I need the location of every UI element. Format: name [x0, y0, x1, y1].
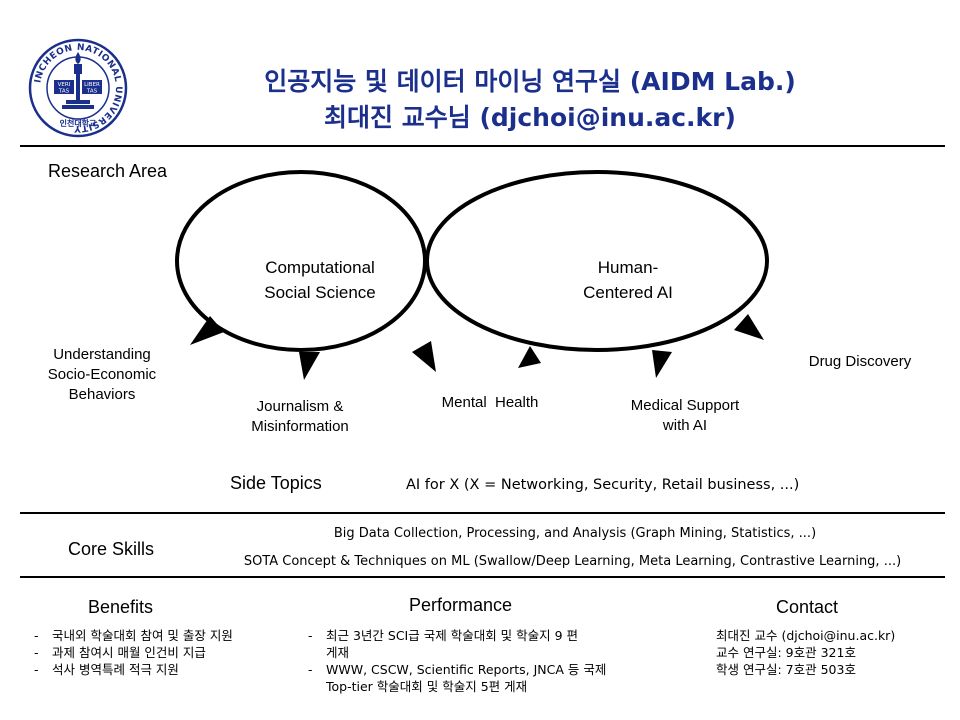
arrow-journalism: [299, 352, 320, 380]
circle-left-label: Computational Social Science: [264, 258, 376, 302]
circle-right-label: Human- Centered AI: [583, 258, 673, 302]
svg-text:TAS: TAS: [86, 89, 98, 95]
topic-mental-health: Mental Health: [441, 394, 539, 411]
topic-socio-economic: Understanding Socio-Economic Behaviors: [47, 346, 157, 403]
list-item: WWW, CSCW, Scientific Reports, JNCA 등 국제…: [306, 661, 656, 695]
page-title: 인공지능 및 데이터 마이닝 연구실 (AIDM Lab.): [264, 67, 796, 96]
page-subtitle: 최대진 교수님 (djchoi@inu.ac.kr): [324, 103, 736, 132]
divider-top: [20, 145, 945, 147]
core-skills-heading: Core Skills: [68, 539, 155, 559]
contact-info: 최대진 교수 (djchoi@inu.ac.kr) 교수 연구실: 9호관 32…: [716, 627, 946, 678]
research-area-heading: Research Area: [48, 161, 168, 181]
divider-core-bottom: [20, 576, 945, 578]
contact-heading: Contact: [776, 597, 839, 617]
divider-core-top: [20, 512, 945, 514]
core-skills-line-2: SOTA Concept & Techniques on ML (Swallow…: [243, 554, 902, 569]
benefits-list: 국내외 학술대회 참여 및 출장 지원 과제 참여시 매월 인건비 지급 석사 …: [32, 627, 292, 678]
side-topics-heading: Side Topics: [230, 473, 322, 493]
svg-text:TAS: TAS: [58, 89, 70, 95]
performance-heading: Performance: [409, 595, 513, 615]
arrow-medical: [652, 350, 672, 378]
logo-veri-text: VERI: [58, 82, 71, 88]
arrow-mental: [412, 341, 436, 372]
list-item: 석사 병역특례 적극 지원: [32, 661, 292, 678]
list-item: 과제 참여시 매월 인건비 지급: [32, 644, 292, 661]
topic-drug-discovery: Drug Discovery: [808, 353, 912, 370]
logo-bottom-text: 인천대학교: [60, 118, 97, 128]
university-seal-icon: INCHEON NATIONAL UNIVERSITY VERI TAS LIB…: [28, 38, 128, 138]
core-skills-line-1: Big Data Collection, Processing, and Ana…: [333, 526, 817, 541]
arrow-socio: [190, 316, 224, 345]
logo-liber-text: LIBER: [84, 82, 100, 88]
contact-line: 학생 연구실: 7호관 503호: [716, 662, 856, 677]
performance-list: 최근 3년간 SCI급 국제 학술대회 및 학술지 9 편 게재 WWW, CS…: [306, 627, 656, 695]
topic-medical-support: Medical Support with AI: [630, 397, 740, 434]
list-item: 최근 3년간 SCI급 국제 학술대회 및 학술지 9 편 게재: [306, 627, 656, 661]
list-item: 국내외 학술대회 참여 및 출장 지원: [32, 627, 292, 644]
benefits-heading: Benefits: [88, 597, 154, 617]
arrow-mental-2: [518, 346, 541, 368]
arrow-drug: [734, 314, 764, 340]
contact-line: 최대진 교수 (djchoi@inu.ac.kr): [716, 628, 896, 643]
side-topics-text: AI for X (X = Networking, Security, Reta…: [406, 477, 800, 493]
university-logo: INCHEON NATIONAL UNIVERSITY VERI TAS LIB…: [28, 38, 128, 138]
topic-journalism: Journalism & Misinformation: [251, 398, 349, 435]
circle-human-centered: [425, 170, 769, 352]
contact-line: 교수 연구실: 9호관 321호: [716, 645, 856, 660]
